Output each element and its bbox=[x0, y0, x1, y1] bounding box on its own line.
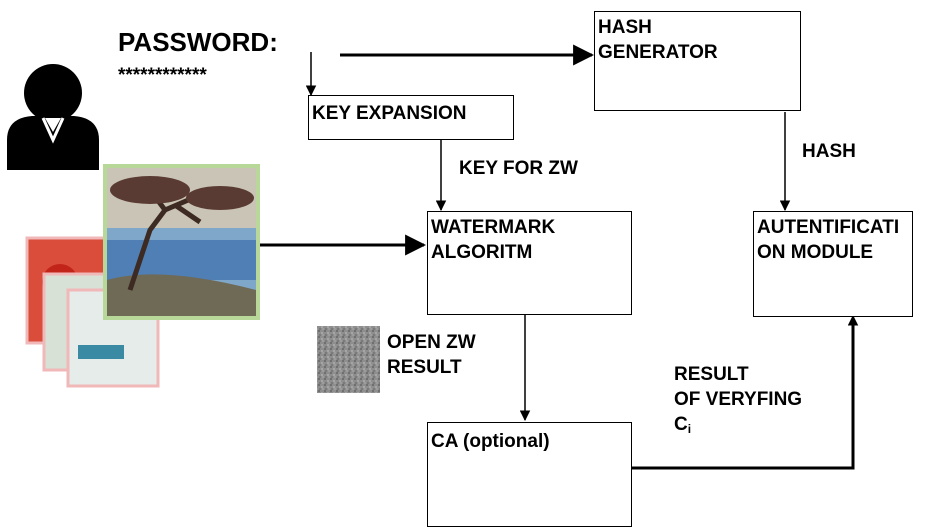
result-of-verifying-text: RESULT OF VERYFING C bbox=[674, 364, 803, 435]
arrow-ca-to-auth bbox=[632, 318, 855, 470]
key-expansion-label: KEY EXPANSION bbox=[312, 103, 467, 124]
open-zw-result-label: OPEN ZW RESULT bbox=[387, 332, 476, 378]
password-label: PASSWORD: bbox=[118, 27, 278, 57]
hash-generator-box: HASH GENERATOR bbox=[594, 11, 801, 111]
hash-generator-label: HASH GENERATOR bbox=[598, 17, 718, 63]
user-icon bbox=[7, 64, 99, 170]
authentication-module-label: AUTENTIFICATI ON MODULE bbox=[757, 217, 900, 263]
noise-image bbox=[317, 326, 380, 393]
watermark-algorithm-box: WATERMARK ALGORITM bbox=[427, 211, 632, 315]
result-of-verifying-label: RESULT OF VERYFING Ci bbox=[674, 362, 802, 442]
photo-stack-image bbox=[25, 164, 260, 388]
ca-label: CA (optional) bbox=[431, 431, 550, 452]
key-expansion-box: KEY EXPANSION bbox=[308, 95, 514, 140]
hash-label: HASH bbox=[802, 141, 856, 162]
watermark-algorithm-label: WATERMARK ALGORITM bbox=[431, 217, 556, 263]
password-masked: ************ bbox=[118, 65, 207, 86]
ca-box: CA (optional) bbox=[427, 422, 632, 527]
authentication-module-box: AUTENTIFICATI ON MODULE bbox=[753, 211, 913, 317]
key-for-zw-label: KEY FOR ZW bbox=[459, 158, 578, 179]
result-subscript: i bbox=[687, 422, 692, 436]
